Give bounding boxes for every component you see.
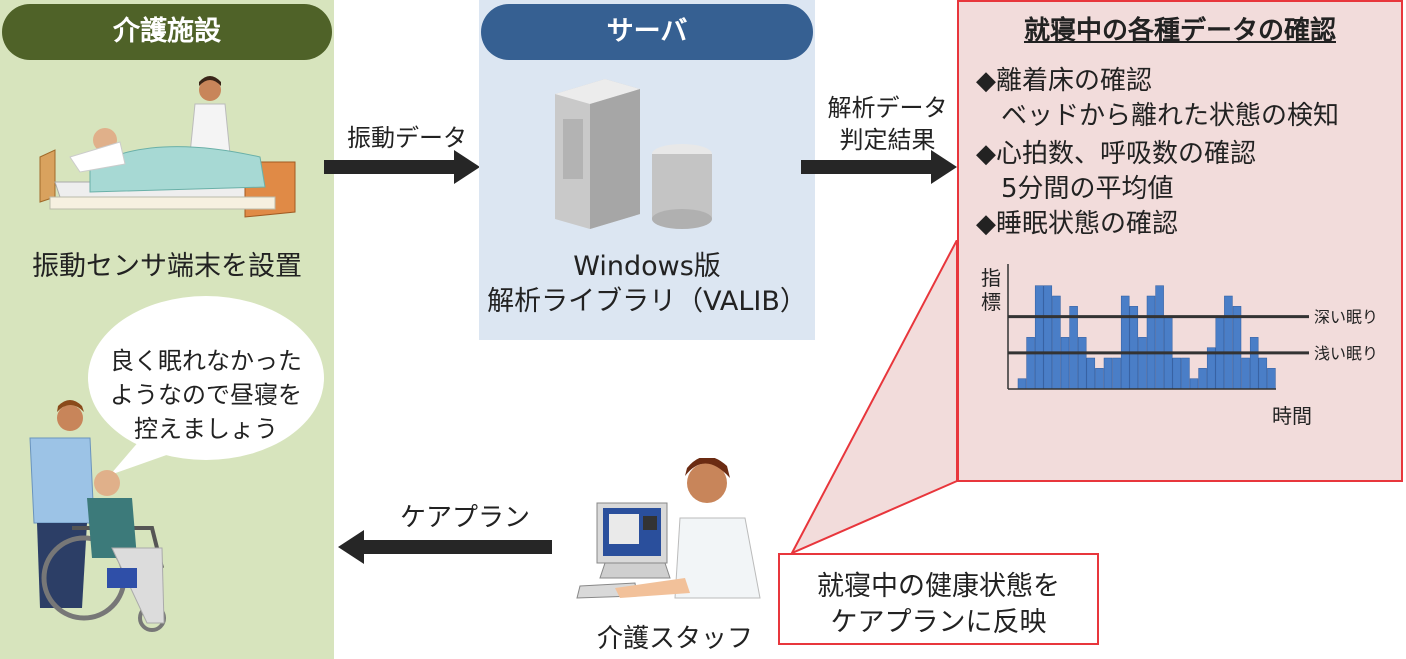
data-panel — [957, 0, 1403, 482]
chart-bar — [1241, 357, 1250, 390]
list-item: ◆心拍数、呼吸数の確認 — [976, 133, 1256, 170]
analysis-label-1: 解析データ — [827, 94, 948, 122]
callout-line-2: ケアプランに反映 — [830, 607, 1047, 638]
data-panel-title: 就寝中の各種データの確認 — [1023, 16, 1336, 46]
wheelchair-illustration — [29, 400, 166, 632]
care-plan-arrow-head — [338, 530, 364, 564]
chart-bar — [1172, 357, 1182, 390]
chart-bar — [1232, 306, 1242, 390]
chart-bar — [1069, 306, 1078, 390]
chart-bar — [1086, 357, 1096, 390]
item-sub: 5分間の平均値 — [1001, 174, 1174, 204]
chart-bar — [1129, 306, 1139, 390]
item-main: 睡眠状態の確認 — [996, 209, 1179, 239]
chart-bar — [1103, 357, 1113, 390]
chart-bar — [1258, 357, 1268, 390]
chart-ylabel: 指標 — [981, 266, 1001, 314]
chart-bar — [1026, 337, 1035, 390]
speech-line-3: 控えましょう — [134, 415, 278, 443]
callout-line-1: 就寝中の健康状態を — [817, 571, 1060, 602]
sensor-caption: 振動センサ端末を設置 — [32, 251, 302, 282]
server-icon — [555, 79, 712, 229]
server-caption-1: Windows版 — [573, 251, 721, 282]
list-item: ◆睡眠状態の確認 — [976, 203, 1178, 240]
care-plan-arrow-shaft — [364, 540, 552, 554]
chart-bar — [1138, 337, 1147, 390]
vibration-data-label: 振動データ — [347, 124, 467, 152]
analysis-label-2: 判定結果 — [839, 126, 936, 154]
list-item: ◆離着床の確認 — [976, 60, 1152, 97]
analysis-arrow-shaft — [801, 160, 931, 174]
chart-bar — [1198, 368, 1207, 390]
facility-header: 介護施設 — [2, 4, 332, 60]
diamond-bullet-icon: ◆ — [976, 209, 996, 239]
chart-bar — [1189, 378, 1199, 390]
speech-text: 良く眠れなかった ようなので昼寝を 控えましょう — [80, 344, 332, 446]
chart-bar — [1017, 378, 1027, 390]
chart-bar — [1052, 295, 1061, 390]
chart-bar — [1155, 285, 1164, 390]
staff-illustration — [576, 458, 761, 599]
item-main: 心拍数、呼吸数の確認 — [996, 139, 1257, 169]
chart-bar — [1146, 295, 1156, 390]
speech-line-2: ようなので昼寝を — [110, 381, 302, 409]
chart-bar — [1249, 337, 1259, 390]
speech-line-1: 良く眠れなかった — [110, 347, 302, 375]
chart-xlabel: 時間 — [1272, 404, 1312, 428]
nurse-figure — [189, 76, 231, 155]
bed-illustration — [39, 76, 296, 218]
reference-line-label: 深い眠り — [1314, 308, 1378, 327]
item-main: 離着床の確認 — [996, 66, 1153, 96]
staff-label: 介護スタッフ — [596, 624, 753, 654]
chart-bar — [1077, 337, 1087, 390]
reference-line-label: 浅い眠り — [1314, 344, 1378, 363]
chart-bars — [1017, 285, 1276, 390]
chart-bar — [1095, 368, 1104, 390]
chart-bar — [1181, 357, 1190, 390]
analysis-arrow-head — [931, 150, 957, 184]
speech-bubble — [88, 296, 324, 475]
item-sub: ベッドから離れた状態の検知 — [1001, 101, 1340, 131]
server-header: サーバ — [481, 4, 813, 60]
chart-bar — [1043, 285, 1053, 390]
chart-bar — [1034, 285, 1044, 390]
vibration-arrow-shaft — [324, 160, 454, 174]
care-plan-label: ケアプラン — [399, 503, 530, 533]
callout-box — [778, 553, 1099, 645]
diamond-bullet-icon: ◆ — [976, 139, 996, 169]
chart-bar — [1267, 368, 1276, 390]
database-icon — [652, 144, 712, 229]
chart-bar — [1112, 357, 1121, 390]
chart-bar — [1060, 337, 1070, 390]
diamond-bullet-icon: ◆ — [976, 66, 996, 96]
chart-bar — [1120, 295, 1130, 390]
vibration-arrow-head — [454, 150, 480, 184]
chart-bar — [1224, 295, 1233, 390]
server-caption-2: 解析ライブラリ（VALIB） — [487, 286, 807, 317]
